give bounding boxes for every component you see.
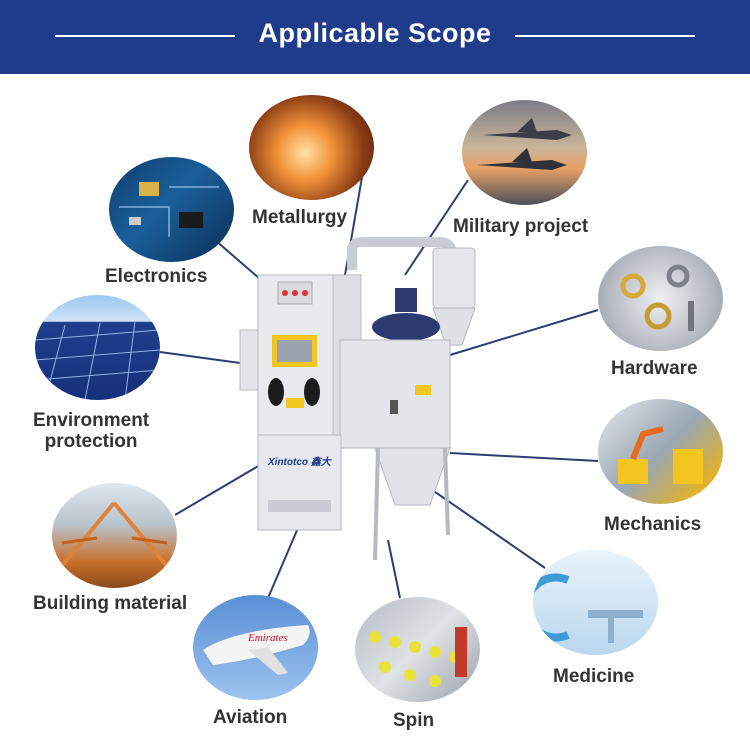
airplane-livery: Emirates	[247, 632, 288, 644]
banner-left-rule	[55, 35, 235, 37]
label-metallurgy: Metallurgy	[252, 207, 348, 228]
metallurgy-image	[249, 95, 374, 200]
label-medicine: Medicine	[553, 666, 635, 687]
label-building: Building material	[33, 593, 188, 614]
connector-environment	[159, 351, 241, 364]
connector-aviation	[267, 527, 299, 599]
airplane-icon: Emirates	[203, 625, 310, 675]
label-aviation: Aviation	[213, 707, 288, 728]
spin-image	[355, 597, 480, 702]
mechanics-image	[598, 399, 723, 504]
connector-spin	[387, 539, 401, 599]
warehouse-shelves-icon	[52, 501, 177, 580]
medical-scanner-icon	[533, 573, 643, 643]
connector-building	[174, 464, 261, 516]
bolts-icon	[620, 264, 694, 331]
header-banner: Applicable Scope	[0, 0, 750, 74]
hardware-image	[598, 246, 723, 351]
electronics-image	[109, 157, 234, 262]
connector-military	[404, 179, 469, 276]
sandblast-machine	[239, 237, 476, 561]
connector-hardware	[449, 309, 599, 356]
page-title: Applicable Scope	[258, 18, 492, 48]
solar-panel-icon	[35, 320, 160, 400]
brand-logo: Xintotco 鑫大	[268, 457, 331, 468]
medicine-image	[533, 550, 658, 655]
label-hardware: Hardware	[611, 358, 698, 379]
environment-image	[35, 295, 160, 400]
label-spin: Spin	[393, 710, 435, 731]
label-electronics: Electronics	[105, 266, 208, 287]
building-material-image	[52, 483, 177, 588]
spinning-machine-icon	[369, 627, 467, 687]
connector-medicine	[424, 484, 546, 569]
robot-arm-icon	[618, 426, 703, 484]
military-image	[462, 100, 587, 205]
banner-right-rule	[515, 35, 695, 37]
label-mechanics: Mechanics	[604, 514, 702, 535]
circuit-board-icon	[119, 182, 219, 237]
label-environment: Environment protection	[33, 410, 150, 452]
connector-mechanics	[449, 452, 599, 462]
jet-icon	[477, 118, 572, 170]
label-military: Military project	[453, 216, 589, 237]
aviation-image: Emirates	[193, 595, 318, 700]
